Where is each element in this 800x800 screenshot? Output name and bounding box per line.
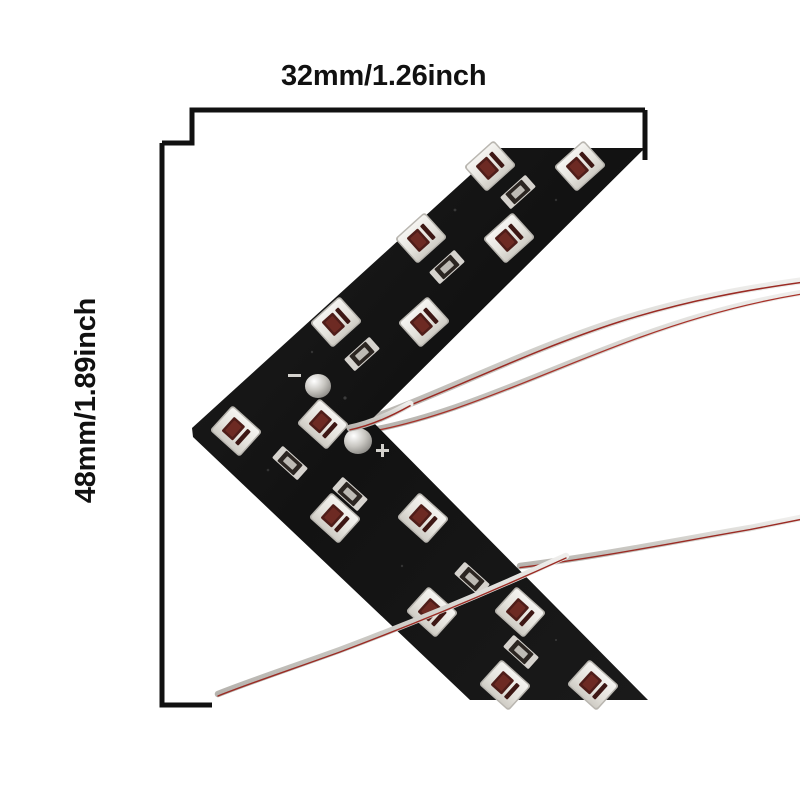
dimension-line-vertical (159, 143, 212, 708)
dimension-line-horizontal (162, 107, 645, 146)
dimension-label-width: 32mm/1.26inch (281, 60, 487, 92)
wire-harness-upper (348, 277, 800, 435)
wire-harness-lower-right (516, 514, 800, 570)
solder-pad-positive (344, 428, 389, 457)
wire-harness-vertex (346, 400, 414, 432)
wire-harness-lower-left (214, 552, 570, 698)
solder-pad-negative (288, 374, 331, 398)
dimension-label-height: 48mm/1.89inch (70, 297, 103, 504)
